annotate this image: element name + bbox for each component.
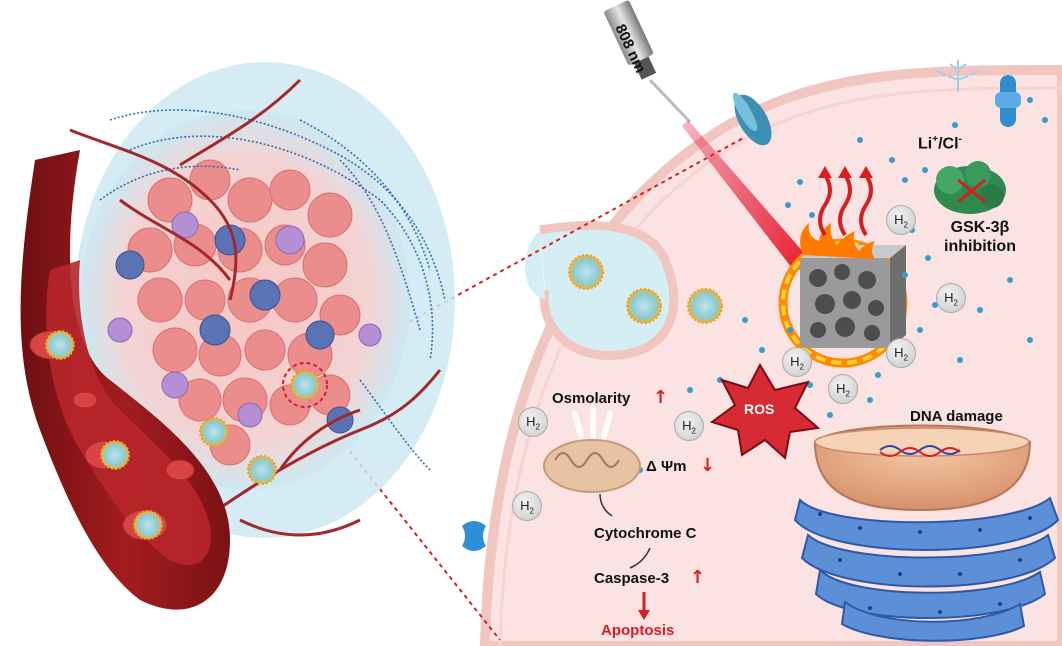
endoplasmic-reticulum-icon (793, 496, 1060, 642)
ion-main: Li (918, 135, 933, 153)
ribosome-dots (818, 512, 1032, 614)
nanoparticle-icon (45, 330, 320, 540)
ion-sup1: + (932, 134, 939, 145)
nucleus-icon (813, 424, 1032, 512)
heat-arrow-heads (818, 166, 873, 178)
cell-inner-edge (498, 86, 1062, 646)
h2-molecule: H2 (936, 283, 966, 313)
gsk-protein-icon (934, 161, 1006, 214)
h2-main: H (894, 212, 904, 227)
h2-main: H (836, 381, 846, 396)
h2-main: H (944, 290, 954, 305)
dna-damage-label: DNA damage (910, 408, 1003, 425)
h2-molecule: H2 (828, 374, 858, 404)
osmolarity-label: Osmolarity (552, 390, 631, 407)
ros-label: ROS (744, 401, 775, 417)
heat-arrows (818, 173, 873, 237)
apoptosis-arrow-head (638, 610, 650, 620)
cytochrome-label: Cytochrome C (594, 525, 697, 542)
caspase-label: Caspase-3 (594, 570, 670, 587)
h2-main: H (682, 418, 692, 433)
h2-sub: 2 (953, 298, 958, 308)
h2-sub: 2 (535, 422, 540, 432)
h2-sub: 2 (845, 389, 850, 399)
h2-main: H (526, 414, 536, 429)
delta-psi-down-arrow: ↓ (700, 455, 716, 476)
h2-sub: 2 (903, 220, 908, 230)
flame-icon (800, 223, 875, 259)
laser-pen-icon (604, 0, 692, 124)
mito-cytc-arrow (599, 493, 613, 517)
cytc-caspase-arrow (629, 547, 651, 569)
nanoparticle-icon (568, 254, 723, 324)
h2-molecule: H2 (886, 205, 916, 235)
h2-molecule: H2 (782, 347, 812, 377)
gsk-line1: GSK-3β (950, 219, 1010, 236)
apoptosis-label: Apoptosis (601, 622, 675, 639)
h2-main: H (520, 498, 530, 513)
h2-molecule: H2 (674, 411, 704, 441)
h2-molecule: H2 (512, 491, 542, 521)
h2-sub: 2 (799, 362, 804, 372)
h2-sub: 2 (691, 426, 696, 436)
gsk-line2: inhibition (944, 238, 1016, 256)
zoom-circle (282, 362, 328, 408)
h2-molecule: H2 (886, 338, 916, 368)
h2-sub: 2 (903, 353, 908, 363)
ion-label: Li+/Cl- (918, 135, 962, 152)
ros-icon (709, 362, 821, 460)
ion-channel-icon (732, 92, 772, 146)
receptor-icon (936, 60, 979, 92)
ion-sep: /Cl (938, 135, 959, 153)
laser-beam (682, 120, 812, 272)
endosome-invagination (539, 220, 679, 360)
collagen-fibers (99, 109, 446, 471)
tumor-cluster-icon (75, 62, 455, 538)
h2-main: H (894, 345, 904, 360)
h2-molecule: H2 (518, 407, 548, 437)
h2-sub: 2 (529, 506, 534, 516)
ion-sup2: - (958, 134, 962, 145)
osmolarity-up-arrow: ↑ (653, 387, 669, 408)
caspase-up-arrow: ↑ (690, 567, 706, 588)
capillaries (69, 78, 442, 537)
gsk-label: GSK-3β inhibition (944, 218, 1016, 256)
ion-channel-icon (462, 521, 486, 551)
delta-psi-label: Δ Ψm (646, 458, 687, 475)
ion-channel-icon (995, 75, 1021, 127)
mitochondrion-icon (543, 405, 641, 493)
h2-main: H (790, 354, 800, 369)
